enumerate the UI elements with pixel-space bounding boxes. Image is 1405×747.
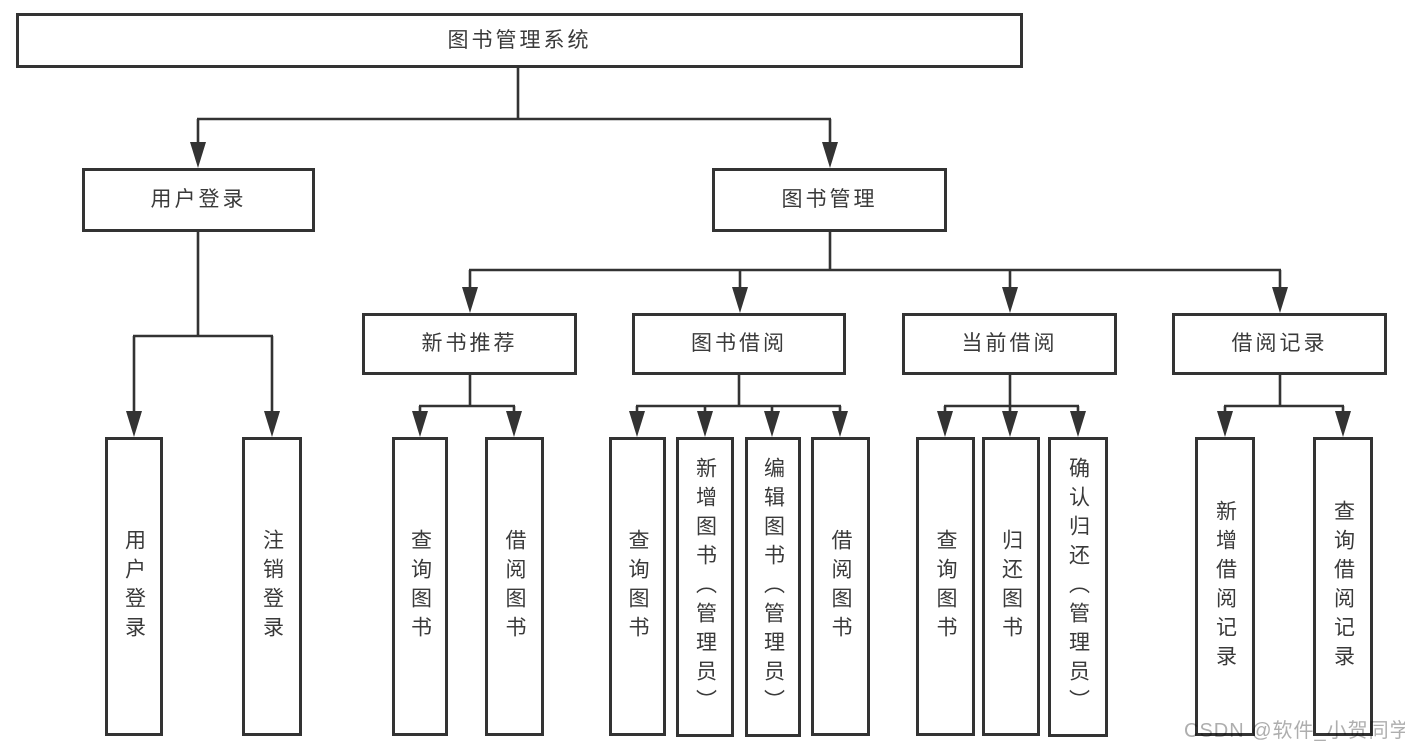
arrowhead-icon [1335,411,1351,437]
arrowhead-icon [937,411,953,437]
node-cb-confirm: 确认归还（管理员） [1048,437,1108,737]
node-borrow-records: 借阅记录 [1172,313,1387,375]
node-login-user: 用户登录 [105,437,163,736]
node-label-login-user: 用户登录 [122,528,146,645]
node-label-cb-return: 归还图书 [999,528,1023,645]
node-label-br-add: 新增借阅记录 [1213,499,1237,674]
node-new-book-rec: 新书推荐 [362,313,577,375]
node-br-add: 新增借阅记录 [1195,437,1255,736]
node-bb-query: 查询图书 [609,437,666,736]
arrowhead-icon [832,411,848,437]
arrowhead-icon [822,142,838,168]
watermark-text: CSDN @软件_小贺同学 [1184,720,1405,742]
arrowhead-icon [629,411,645,437]
node-label-br-query: 查询借阅记录 [1331,499,1355,674]
arrowhead-icon [1272,287,1288,313]
node-login-logout: 注销登录 [242,437,302,736]
arrowhead-icon [697,411,713,437]
arrowhead-icon [1002,411,1018,437]
node-current-borrow: 当前借阅 [902,313,1117,375]
node-label-current-borrow: 当前借阅 [961,332,1058,356]
node-label-rec-query: 查询图书 [408,528,432,645]
node-bb-add: 新增图书（管理员） [676,437,734,737]
arrowhead-icon [1070,411,1086,437]
node-root: 图书管理系统 [16,13,1023,68]
node-bb-borrow: 借阅图书 [811,437,870,736]
arrowhead-icon [264,411,280,437]
node-label-bb-add: 新增图书（管理员） [693,456,717,718]
node-label-bb-borrow: 借阅图书 [829,528,852,645]
arrowhead-icon [1217,411,1233,437]
node-rec-query: 查询图书 [392,437,448,736]
node-label-cb-confirm: 确认归还（管理员） [1066,456,1090,718]
node-label-borrow-records: 借阅记录 [1231,332,1328,356]
node-label-bb-query: 查询图书 [626,528,649,645]
node-book-borrow: 图书借阅 [632,313,846,375]
arrowhead-icon [126,411,142,437]
arrowhead-icon [462,287,478,313]
node-br-query: 查询借阅记录 [1313,437,1373,736]
node-label-root: 图书管理系统 [447,28,592,52]
node-book-mgmt: 图书管理 [712,168,947,232]
node-label-login-logout: 注销登录 [260,528,284,645]
node-login-group: 用户登录 [82,168,315,232]
node-rec-borrow: 借阅图书 [485,437,544,736]
node-label-login-group: 用户登录 [150,188,247,212]
arrowhead-icon [190,142,206,168]
arrowhead-icon [764,411,780,437]
node-label-rec-borrow: 借阅图书 [503,528,526,645]
arrowhead-icon [732,287,748,313]
node-cb-return: 归还图书 [982,437,1040,736]
arrowhead-icon [506,411,522,437]
node-cb-query: 查询图书 [916,437,975,736]
node-label-bb-edit: 编辑图书（管理员） [761,456,785,718]
node-bb-edit: 编辑图书（管理员） [745,437,801,737]
node-label-book-borrow: 图书借阅 [691,332,787,356]
node-label-cb-query: 查询图书 [934,528,957,645]
node-label-new-book-rec: 新书推荐 [421,332,518,356]
arrowhead-icon [412,411,428,437]
node-label-book-mgmt: 图书管理 [781,188,878,212]
arrowhead-icon [1002,287,1018,313]
